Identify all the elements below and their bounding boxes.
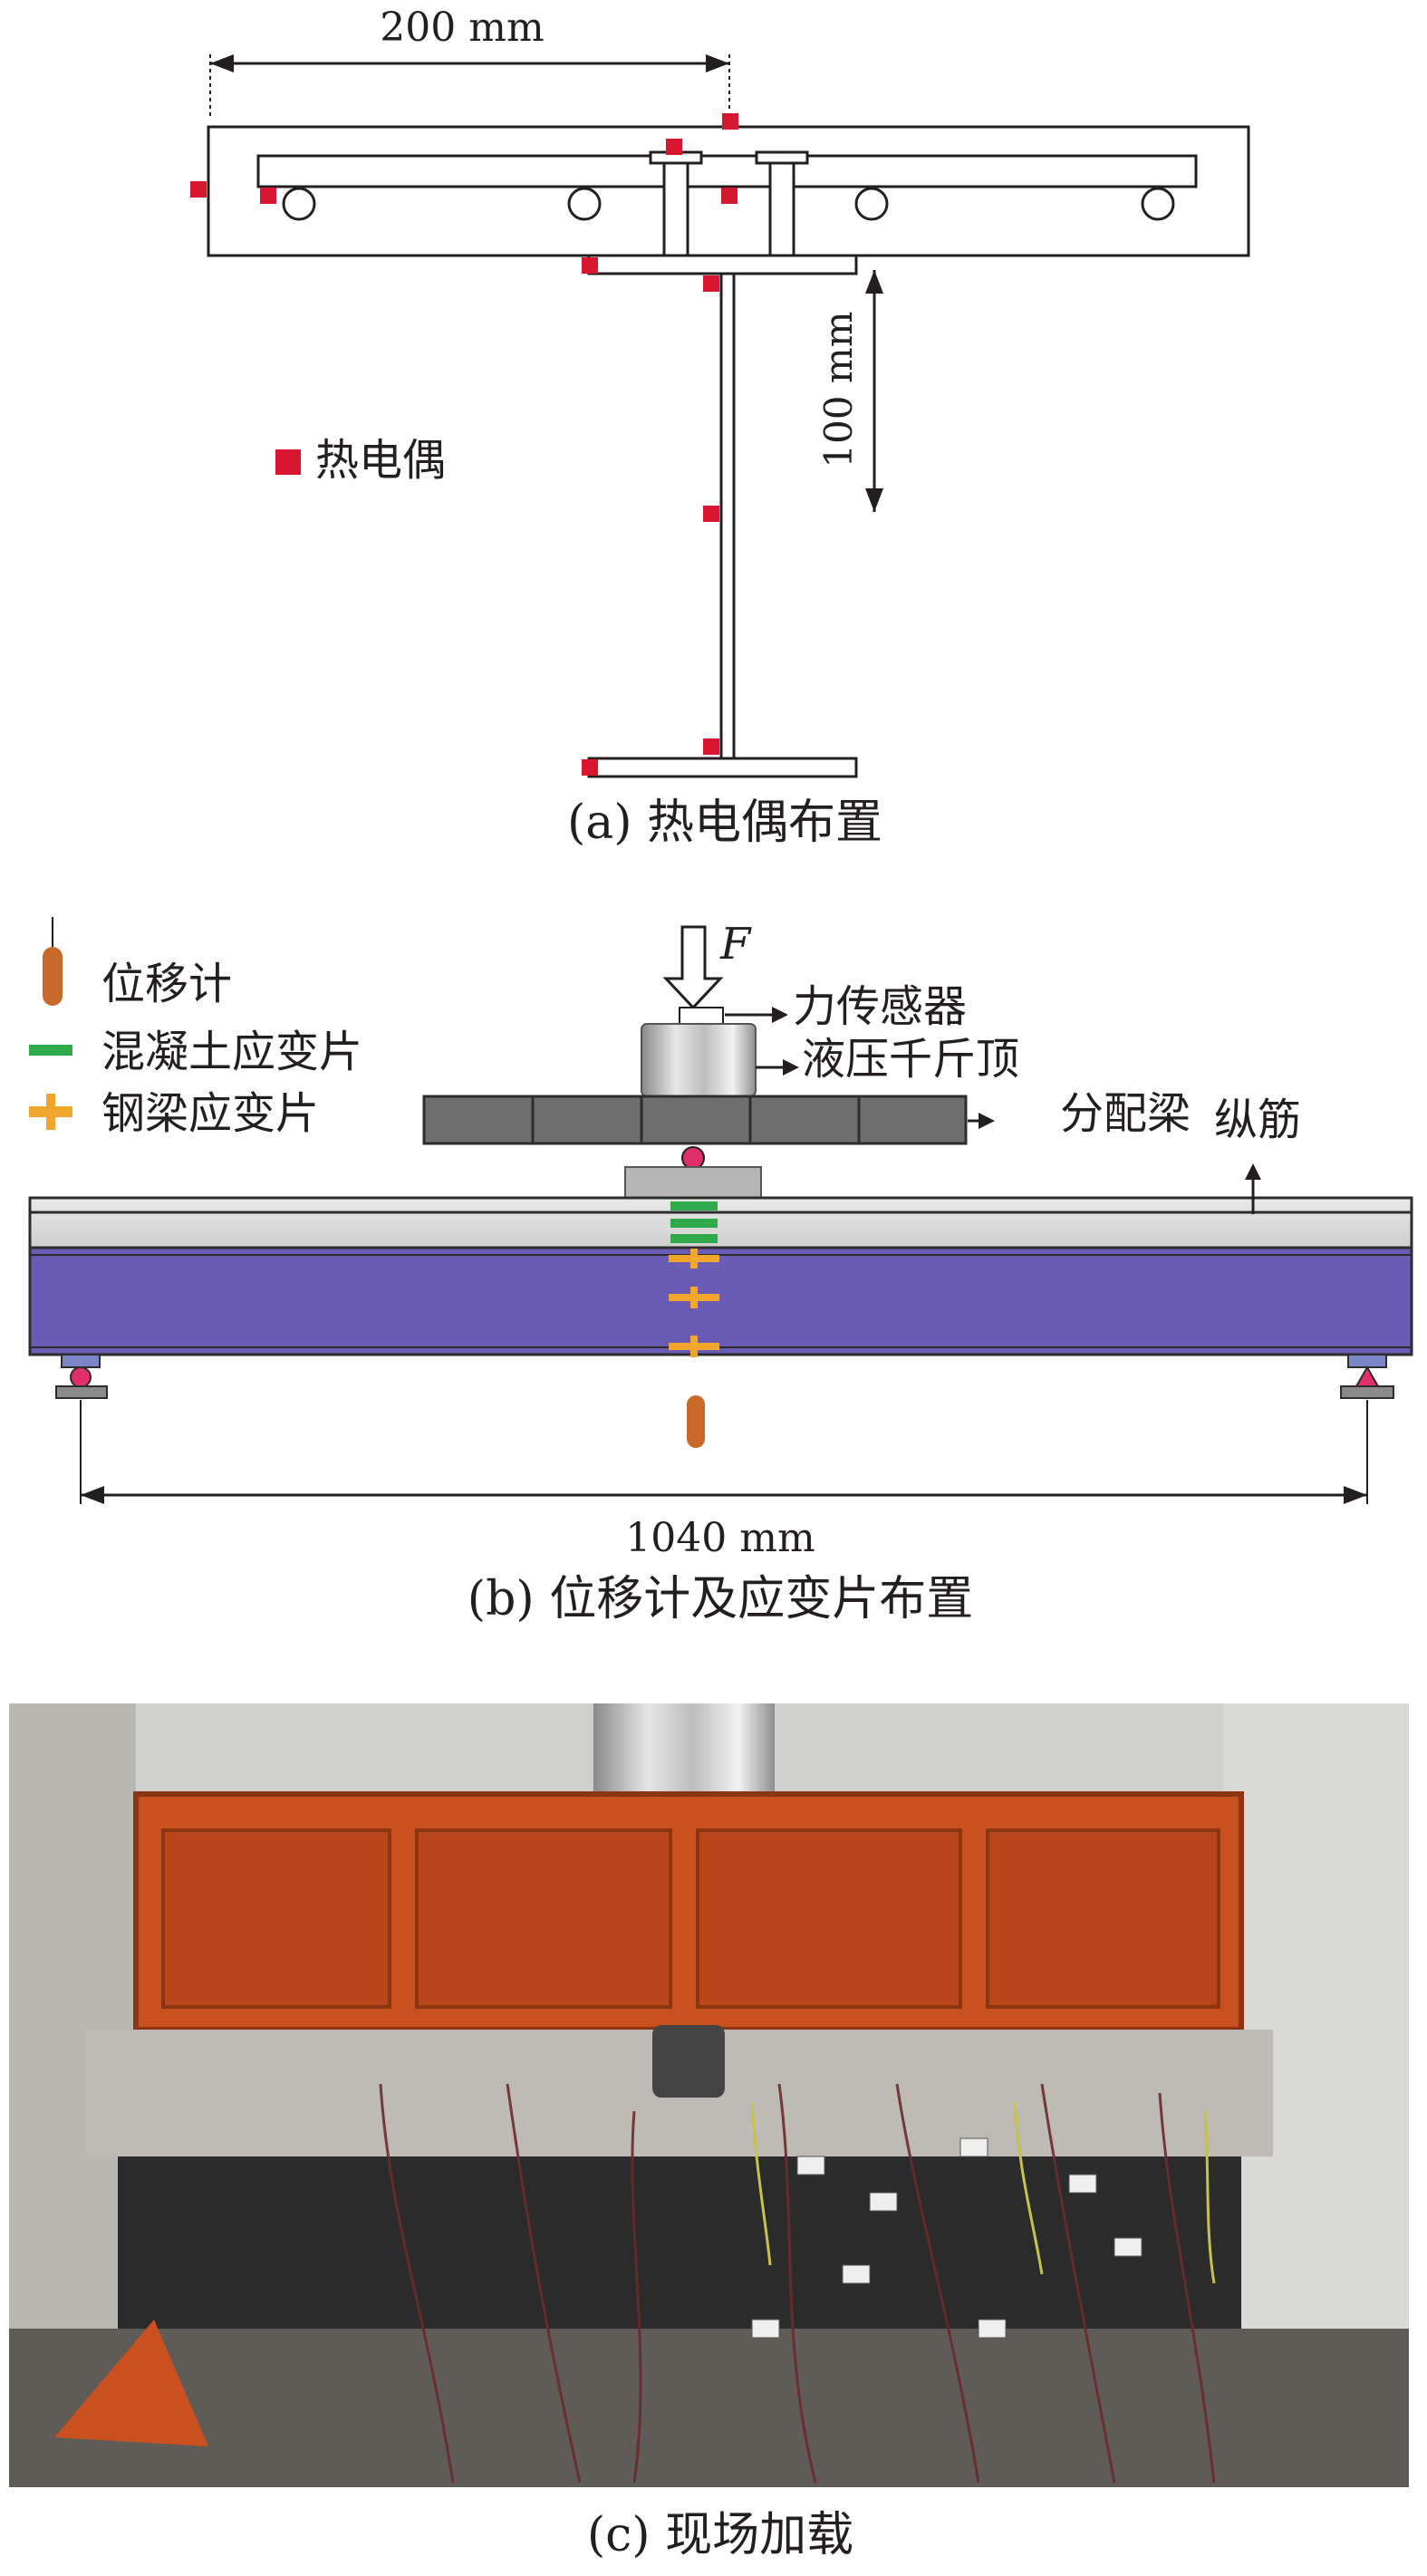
force-arrow: F: [662, 919, 752, 1010]
steel-strain-gauge: [690, 1287, 698, 1308]
concrete-strain-gauges: [670, 1201, 718, 1243]
top-flange: [587, 254, 858, 275]
legend-lvdt-icon: [43, 947, 63, 1006]
photo-beam-cell: [986, 1828, 1220, 2009]
web: [719, 272, 736, 760]
thermocouple-marker: [703, 275, 719, 292]
distribution-beam-cell: [748, 1095, 861, 1145]
label-jack: 液压千斤顶: [802, 1034, 1019, 1085]
thermocouple-marker: [260, 188, 276, 204]
steel-strain-gauges: [669, 1249, 719, 1357]
stud-shank: [768, 161, 795, 257]
legend-steel-gauge-tick: [46, 1094, 55, 1130]
photo-jack: [593, 1703, 775, 1803]
legend-thermocouple-label: 热电偶: [315, 435, 446, 486]
dim-height-label: 100 mm: [816, 311, 861, 468]
dim-width-label: 200 mm: [380, 5, 544, 51]
right-support: [1340, 1354, 1394, 1399]
dimension-span: 1040 mm: [80, 1400, 1368, 1561]
thermocouple-marker: [190, 181, 207, 198]
distribution-beam: [422, 1095, 968, 1145]
concrete-strain-gauge: [670, 1201, 718, 1211]
distribution-beam-cell: [422, 1095, 535, 1145]
thermocouple-marker: [582, 257, 598, 274]
rebar-circle: [282, 187, 316, 221]
caption-a: (a) 热电偶布置: [567, 796, 882, 850]
caption-b: (b) 位移计及应变片布置: [468, 1572, 973, 1626]
concrete-strain-gauge: [670, 1219, 718, 1228]
rebar-circle: [1141, 187, 1175, 221]
legend-concrete-gauge-icon: [29, 1045, 72, 1056]
thermocouple-marker: [721, 188, 738, 204]
dimension-height: 100 mm: [816, 270, 883, 512]
caption-c: (c) 现场加载: [587, 2508, 853, 2562]
thermocouple-marker: [722, 113, 738, 130]
steel-strain-gauge: [690, 1336, 698, 1357]
label-load-cell: 力传感器: [793, 981, 967, 1032]
bearing-plate: [624, 1166, 762, 1200]
thermocouple-marker: [703, 738, 719, 755]
panel-a-thermocouple-layout: 200 mm 100 mm: [190, 5, 1250, 850]
photo-beam-cell: [696, 1828, 962, 2009]
lvdt-midspan: [687, 1395, 705, 1448]
steel-beam-elevation: [28, 1246, 1413, 1356]
stud-head: [755, 150, 809, 165]
load-cell: [679, 1007, 724, 1025]
dim-span-label: 1040 mm: [625, 1515, 815, 1561]
photo-beam-cell: [161, 1828, 391, 2009]
thermocouple-marker: [666, 139, 682, 155]
steel-i-beam-section: [587, 254, 858, 778]
legend-lvdt-label: 位移计: [101, 959, 232, 1009]
legend-thermocouple: 热电偶: [275, 435, 446, 486]
steel-strain-gauge: [690, 1249, 698, 1269]
hydraulic-jack: [641, 1023, 757, 1097]
stud-shank: [662, 161, 689, 257]
distribution-beam-cell: [640, 1095, 752, 1145]
legend-concrete-gauge-label: 混凝土应变片: [101, 1027, 362, 1077]
loading-pin: [681, 1146, 705, 1170]
thermocouples: [190, 113, 738, 776]
photo-steel-beam: [118, 2156, 1241, 2329]
concrete-slab: [28, 1196, 1413, 1249]
legend-thermocouple-swatch: [275, 449, 301, 475]
concrete-strain-gauge: [670, 1234, 718, 1243]
rebar-circles: [282, 187, 1175, 221]
panel-c-site-loading-photo: (c) 现场加载: [9, 1703, 1409, 2562]
bottom-flange: [587, 757, 858, 778]
left-support: [55, 1354, 108, 1399]
thermocouple-marker: [582, 759, 598, 776]
legend-steel-gauge-label: 钢梁应变片: [101, 1088, 319, 1139]
distribution-beam-cell: [857, 1095, 968, 1145]
distribution-beam-cell: [531, 1095, 643, 1145]
thermocouple-marker: [703, 506, 719, 522]
legend-b: 位移计 混凝土应变片 钢梁应变片: [29, 917, 362, 1139]
dimension-width: 200 mm: [209, 5, 730, 118]
panel-b-instrumentation: 位移计 混凝土应变片 钢梁应变片 F 力传感器: [28, 917, 1413, 1626]
slab-rebar-band: [256, 154, 1198, 188]
photo-gauge-wires: [379, 2083, 1216, 2484]
photo-beam-cell: [415, 1828, 672, 2009]
label-rebar: 纵筋: [1214, 1095, 1301, 1145]
force-label: F: [719, 919, 752, 970]
rebar-circle: [854, 187, 889, 221]
label-distribution-beam: 分配梁: [1060, 1088, 1191, 1139]
rebar-circle: [567, 187, 602, 221]
